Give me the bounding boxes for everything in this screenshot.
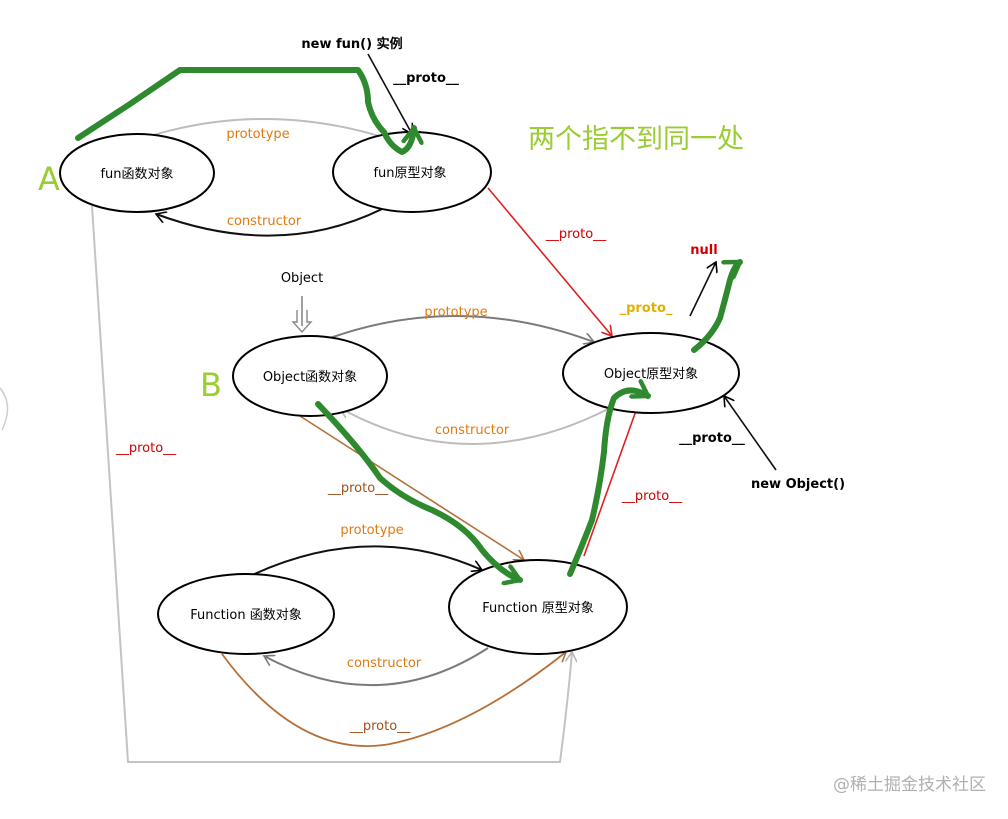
label-fun-proto-red: __proto__ xyxy=(545,227,607,242)
node-fun-function-label: fun函数对象 xyxy=(100,167,173,182)
edge-object-function-proto xyxy=(299,415,524,560)
green-path-b3 xyxy=(691,259,743,353)
edge-new-fun-instance xyxy=(367,53,412,134)
label-fun-constructor: constructor xyxy=(227,214,302,229)
object-pointer-head xyxy=(291,310,313,334)
node-object-prototype: Object原型对象 xyxy=(562,332,740,414)
label-fun-function-proto: __proto__ xyxy=(115,441,177,456)
label-null: null xyxy=(690,243,717,258)
label-new-object: new Object() xyxy=(751,477,845,492)
letter-a: A xyxy=(38,160,60,198)
label-function-self-proto: __proto__ xyxy=(349,719,411,734)
edge-function-constructor xyxy=(264,647,489,686)
edge-function-self-proto xyxy=(221,652,566,747)
edge-object-constructor xyxy=(340,408,611,445)
label-object-function-proto: __proto__ xyxy=(327,481,389,496)
edge-fun-constructor xyxy=(156,207,385,237)
edge-new-object xyxy=(724,396,777,471)
edge-fun-proto-red xyxy=(487,187,612,336)
node-function-function: Function 函数对象 xyxy=(157,573,335,655)
label-function-constructor: constructor xyxy=(347,656,422,671)
letter-b: B xyxy=(200,366,222,404)
headline-text: 两个指不到同一处 xyxy=(528,124,744,155)
node-fun-function: fun函数对象 xyxy=(59,133,215,213)
edge-fun-function-proto xyxy=(91,205,572,763)
left-edge-arc xyxy=(0,387,9,431)
node-object-prototype-label: Object原型对象 xyxy=(604,367,698,382)
green-path-b2 xyxy=(567,390,651,577)
label-fun-prototype: prototype xyxy=(226,127,289,142)
edge-fun-prototype xyxy=(149,118,392,140)
label-object-proto-gold: _proto_ xyxy=(620,301,673,316)
green-path-b1 xyxy=(315,401,523,580)
edge-object-proto-null xyxy=(689,262,716,317)
label-new-object-proto: __proto__ xyxy=(679,431,745,446)
node-function-prototype-label: Function 原型对象 xyxy=(482,601,593,616)
label-function-prototype: prototype xyxy=(340,523,403,538)
node-function-prototype: Function 原型对象 xyxy=(448,559,628,655)
green-path-a xyxy=(75,67,414,155)
node-object-function-label: Object函数对象 xyxy=(263,370,357,385)
watermark-text: @稀土掘金技术社区 xyxy=(833,775,986,795)
node-function-function-label: Function 函数对象 xyxy=(190,608,301,623)
edge-function-prototype xyxy=(249,545,482,577)
label-object-constructor: constructor xyxy=(435,423,510,438)
edge-object-prototype xyxy=(329,314,594,342)
node-fun-prototype-label: fun原型对象 xyxy=(373,166,446,181)
label-object-prototype: prototype xyxy=(424,305,487,320)
node-object-function: Object函数对象 xyxy=(232,335,388,417)
label-fun-instance-proto: __proto__ xyxy=(393,71,459,86)
label-object-word: Object xyxy=(281,271,323,286)
edge-function-proto-red xyxy=(583,394,642,557)
label-new-fun-instance: new fun() 实例 xyxy=(301,36,402,52)
label-function-proto-red: __proto__ xyxy=(621,489,683,504)
